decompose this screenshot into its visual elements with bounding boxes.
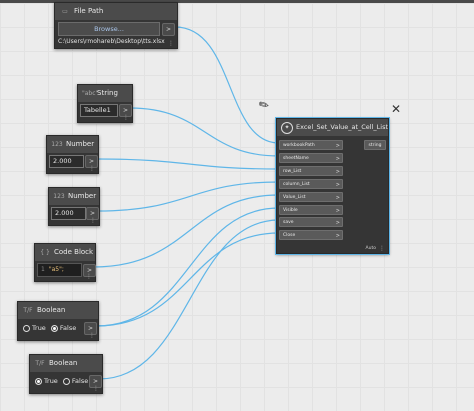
file-path-value: C:\Users\rmohareb\Desktop\tts.xlsx	[58, 38, 165, 45]
excel-set-value-node-title: Excel_Set_Value_at_Cell_List	[296, 123, 388, 131]
code-block-node[interactable]: { } Code Block 1"a5"; > ⋮	[34, 243, 96, 282]
excel-set-value-node[interactable]: ✦ Excel_Set_Value_at_Cell_List workbookP…	[276, 118, 389, 254]
boolean-1-options: True False	[23, 323, 76, 333]
radio-icon	[23, 324, 30, 332]
number-icon: 123	[53, 193, 65, 200]
fit-view-icon[interactable]: ✕	[391, 102, 402, 116]
node-menu-icon[interactable]: ⋮	[89, 332, 95, 339]
file-path-node[interactable]: ▭ File Path Browse... > C:\Users\rmohareb…	[54, 2, 178, 49]
lacing-label[interactable]: Auto	[365, 246, 376, 251]
boolean-node-2-title: Boolean	[49, 359, 78, 367]
node-menu-icon[interactable]: ⋮	[379, 245, 385, 252]
file-path-output-port[interactable]: >	[162, 23, 175, 36]
string-value-field[interactable]: Tabelle1	[80, 104, 118, 117]
boolean-icon: T/F	[23, 307, 33, 314]
file-path-node-title: File Path	[74, 7, 104, 15]
input-port-visible[interactable]: Visible>	[279, 205, 343, 215]
number-value-field-2[interactable]: 2.000	[51, 207, 86, 220]
code-block-output-port[interactable]: >	[83, 264, 96, 277]
number-node-2-title: Number	[68, 192, 97, 200]
file-path-node-header[interactable]: ▭ File Path	[55, 3, 177, 20]
string-output-port[interactable]: >	[119, 104, 132, 117]
input-port-sheetname[interactable]: sheetName>	[279, 153, 343, 163]
boolean-1-true-option[interactable]: True	[23, 324, 46, 332]
code-block-editor[interactable]: 1"a5";	[37, 263, 82, 277]
top-bar	[0, 0, 474, 3]
boolean-node-2-header[interactable]: T/F Boolean	[30, 355, 102, 372]
number-2-output-port[interactable]: >	[86, 207, 99, 220]
number-icon: 123	[51, 141, 63, 148]
boolean-node-1[interactable]: T/F Boolean True False > ⋮	[17, 301, 99, 341]
code-block-node-header[interactable]: { } Code Block	[35, 244, 95, 261]
input-port-close[interactable]: Close>	[279, 230, 343, 240]
boolean-node-2[interactable]: T/F Boolean True False > ⋮	[29, 354, 103, 394]
excel-set-value-node-header[interactable]: ✦ Excel_Set_Value_at_Cell_List	[277, 119, 388, 136]
boolean-2-output-port[interactable]: >	[89, 375, 102, 388]
input-port-value-list[interactable]: Value_List>	[279, 192, 343, 202]
node-menu-icon[interactable]: ⋮	[168, 40, 174, 47]
python-script-icon: ✦	[281, 122, 293, 134]
boolean-1-output-port[interactable]: >	[84, 322, 97, 335]
boolean-node-1-header[interactable]: T/F Boolean	[18, 302, 98, 319]
file-icon: ▭	[62, 8, 68, 15]
boolean-2-options: True False	[35, 376, 88, 386]
boolean-2-true-option[interactable]: True	[35, 377, 58, 385]
input-port-column-list[interactable]: column_List>	[279, 179, 343, 189]
string-node-header[interactable]: "abc"String	[78, 85, 132, 102]
boolean-icon: T/F	[35, 360, 45, 367]
node-menu-icon[interactable]: ⋮	[90, 217, 96, 224]
code-block-icon: { }	[40, 249, 50, 256]
node-menu-icon[interactable]: ⋮	[86, 273, 92, 280]
input-port-save[interactable]: save>	[279, 217, 343, 227]
node-menu-icon[interactable]: ⋮	[89, 165, 95, 172]
code-line-number: 1	[41, 266, 45, 273]
node-menu-icon[interactable]: ⋮	[93, 385, 99, 392]
node-menu-icon[interactable]: ⋮	[123, 114, 129, 121]
boolean-2-false-option[interactable]: False	[62, 377, 88, 385]
input-port-workbookpath[interactable]: workbookPath>	[279, 140, 343, 150]
radio-icon	[62, 377, 70, 385]
radio-selected-icon	[50, 324, 58, 332]
browse-button[interactable]: Browse...	[58, 22, 160, 36]
code-block-node-title: Code Block	[54, 248, 94, 256]
string-node-title: String	[97, 89, 118, 97]
radio-selected-icon	[35, 377, 42, 385]
input-port-row-list[interactable]: row_List>	[279, 166, 343, 176]
code-text: "a5";	[48, 266, 64, 273]
number-value-field-1[interactable]: 2.000	[49, 155, 84, 168]
number-1-output-port[interactable]: >	[85, 155, 98, 168]
boolean-1-false-option[interactable]: False	[50, 324, 76, 332]
string-icon: "abc"	[82, 90, 99, 97]
boolean-node-1-title: Boolean	[37, 306, 66, 314]
string-node[interactable]: "abc"String Tabelle1 > ⋮	[77, 84, 133, 123]
number-node-1-title: Number	[66, 140, 95, 148]
output-port-string[interactable]: string	[364, 140, 386, 150]
